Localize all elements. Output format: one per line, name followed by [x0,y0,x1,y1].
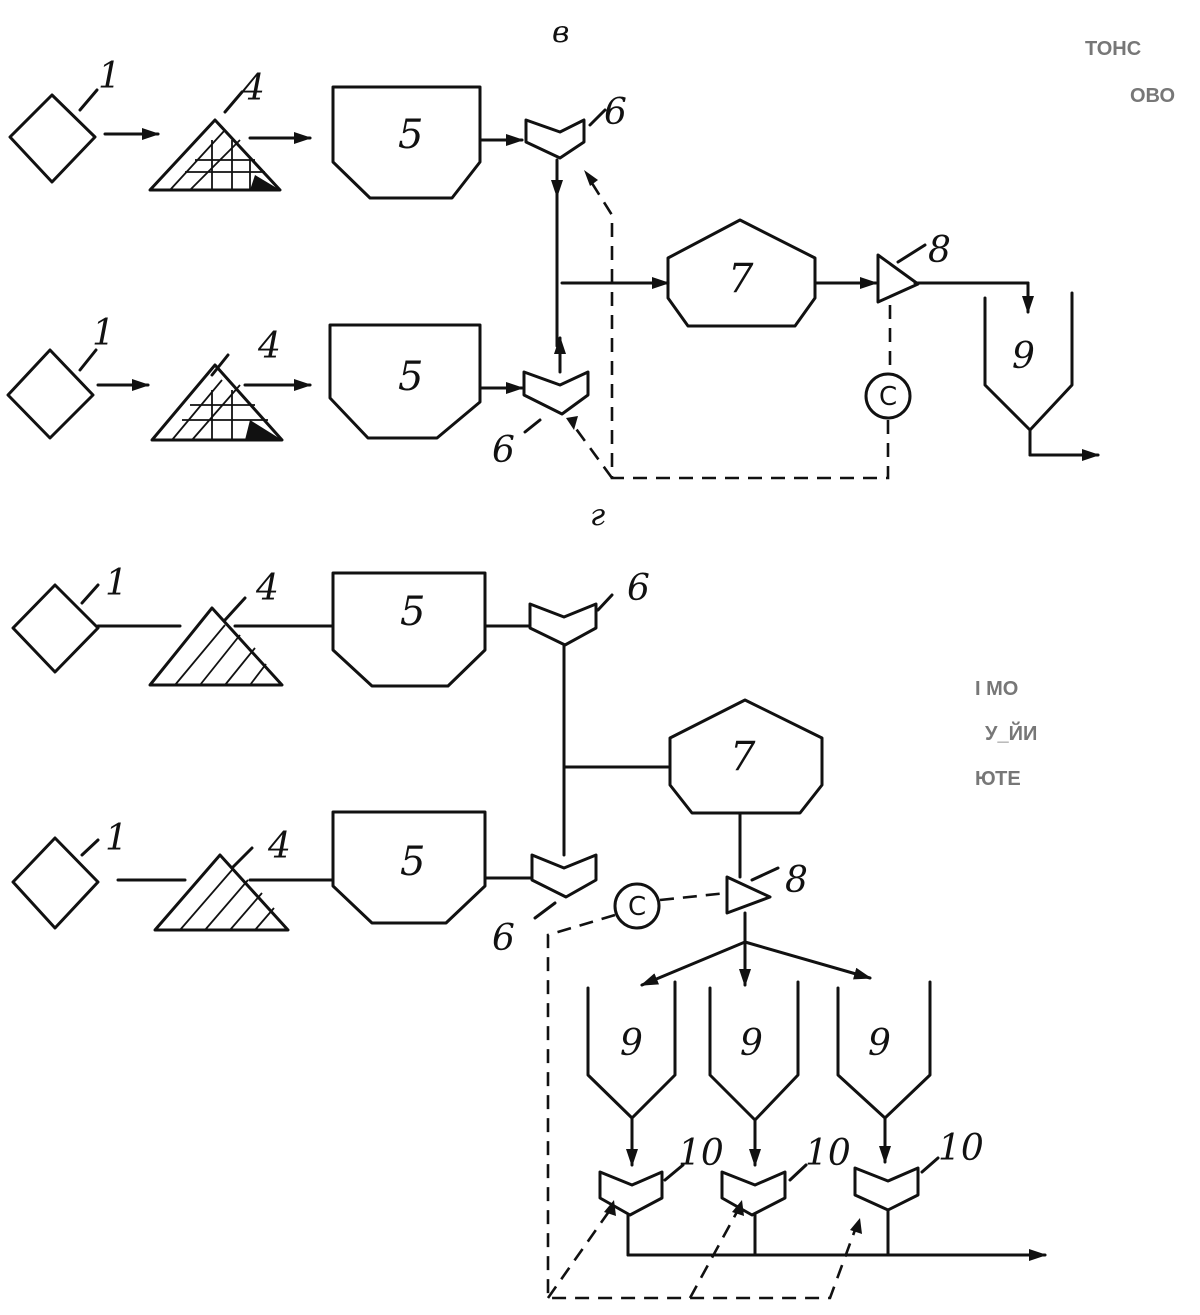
svg-text:7: 7 [730,734,756,780]
edge-text-2: ОВО [1130,85,1175,107]
svg-text:5: 5 [400,839,425,885]
pile-4-bottom-row1: 4 [148,568,284,687]
svg-text:9: 9 [1012,336,1035,377]
svg-text:6: 6 [492,430,515,471]
svg-text:1: 1 [98,56,121,97]
svg-text:8: 8 [928,230,951,271]
divider-8-top: 8 [876,230,951,304]
svg-text:9: 9 [740,1023,763,1064]
svg-text:9: 9 [868,1023,891,1064]
control-dashed-loop-lower [572,425,614,479]
bin-5-top-row1: 5 [331,85,482,200]
bin-5-bottom-row1: 5 [331,571,487,688]
feeder-6-top-row1: 6 [524,92,627,160]
svg-text:C: C [879,382,897,412]
svg-text:8: 8 [785,860,808,901]
bin-5-bottom-row2: 5 [331,810,487,925]
divider-8-bottom: 8 [725,860,808,915]
control-dashed-to-feeder10-1 [546,1209,612,1299]
svg-text:5: 5 [400,589,425,635]
source-1-top-row1: 1 [8,56,121,184]
svg-text:1: 1 [105,563,128,604]
feeder-6-bottom-row2: 6 [492,853,598,959]
svg-text:9: 9 [620,1023,643,1064]
svg-text:7: 7 [728,256,754,302]
svg-text:10: 10 [805,1133,851,1174]
svg-text:4: 4 [267,826,291,867]
feeder-10-1: 10 [598,1133,724,1217]
arrow-split-left [640,940,747,987]
svg-text:1: 1 [92,313,115,354]
svg-text:10: 10 [938,1128,984,1169]
svg-text:6: 6 [492,918,515,959]
feeder-6-bottom-row1: 6 [528,568,650,647]
silo-9-bottom-3: 9 [836,980,932,1120]
feeder-6-top-row2: 6 [492,370,590,471]
controller-c-bottom: C [613,882,661,930]
bin-5-top-row2: 5 [328,323,482,440]
control-line-bottom-right [659,891,728,902]
svg-text:6: 6 [604,92,627,133]
edge-text-1: ТОНС [1085,38,1141,60]
mixer-7-top: 7 [666,218,817,328]
edge-text-4: У_ЙИ [985,721,1037,745]
edge-text-5: ЮТЕ [975,768,1021,790]
source-1-bottom-row1: 1 [11,563,128,674]
feeder-10-3: 10 [853,1128,984,1212]
svg-text:10: 10 [678,1133,724,1174]
svg-text:6: 6 [627,568,650,609]
svg-text:4: 4 [257,326,281,367]
silo-9-bottom-1: 9 [586,980,677,1120]
svg-text:4: 4 [255,568,279,609]
control-dashed-loop-bottom [546,913,857,1300]
pile-4-bottom-row2: 4 [153,826,291,932]
arrow-split-right [743,940,872,980]
silo-9-top: 9 [983,291,1074,457]
svg-text:C: C [628,892,646,922]
svg-text:4: 4 [241,68,265,109]
mixer-7-bottom: 7 [668,698,824,815]
edge-text-3: I МО [975,678,1018,700]
controller-c-top: C [864,372,912,420]
svg-text:5: 5 [398,112,423,158]
svg-text:5: 5 [398,354,423,400]
source-1-top-row2: 1 [6,313,115,440]
svg-text:1: 1 [105,818,128,859]
feeder-10-2: 10 [720,1133,851,1217]
silo-9-bottom-2: 9 [708,980,800,1122]
pile-4-top-row1: 4 [148,68,282,192]
section-label-v: в [552,15,569,50]
pile-4-top-row2: 4 [150,326,284,442]
section-label-g: г [590,498,605,533]
control-dashed-loop-upper [588,179,890,480]
source-1-bottom-row2: 1 [11,818,128,930]
